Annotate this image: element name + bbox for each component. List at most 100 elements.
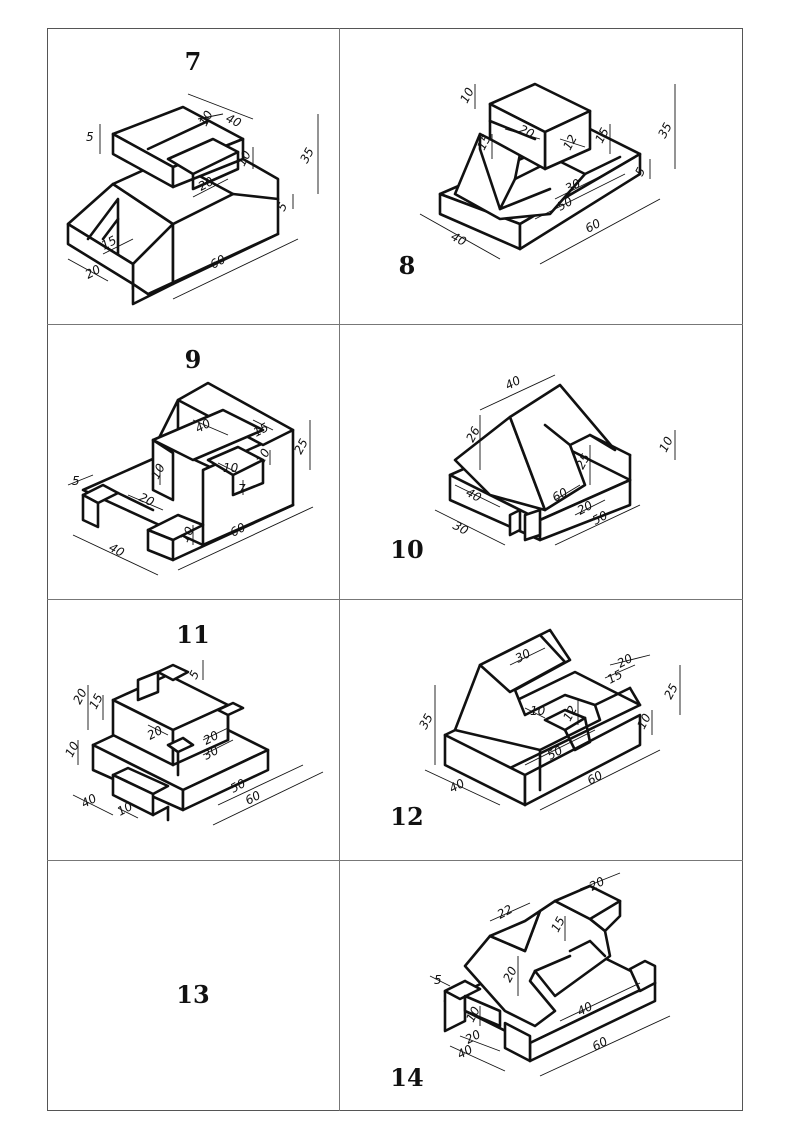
dimension-value: 50: [590, 508, 610, 528]
dimension-line: [212, 771, 324, 826]
object-outline: [438, 82, 642, 251]
dimension-value: 20: [500, 964, 520, 984]
dimension-line: [117, 807, 139, 819]
dimension-line: [449, 1045, 506, 1072]
dimension-value: 60: [590, 1034, 610, 1054]
dimension-value: 30: [563, 176, 583, 196]
object-edge: [563, 716, 592, 752]
object-edge: [116, 491, 155, 512]
dimension-value: 60: [243, 788, 263, 808]
object-edge: [568, 939, 607, 958]
cell-12: 12 30 20 15 35 10 12 25 10 50 40 60: [340, 600, 742, 860]
object-edge: [498, 187, 552, 211]
dimension-line: [202, 727, 229, 741]
object-edge: [628, 686, 642, 707]
dimension-line: [72, 794, 114, 816]
dimension-line: [559, 982, 641, 1022]
dimension-line: [459, 1035, 501, 1052]
cell-11: 11 5 20 15 20 10 20 30: [48, 600, 339, 860]
object-edge: [166, 736, 195, 754]
dimension-line: [429, 975, 451, 987]
object-edge: [151, 408, 265, 462]
dimension-value: 60: [208, 252, 228, 272]
dimension-value: 10: [634, 711, 654, 731]
dimension-line: [127, 494, 164, 511]
object-edge: [628, 959, 657, 993]
object-edge: [81, 493, 100, 529]
dimension-line: [554, 504, 641, 546]
dimension-line: [102, 238, 134, 255]
dimension-value: 15: [99, 233, 119, 253]
dimension-line: [434, 509, 506, 546]
isometric-drawing-14: 22 20 15 5 20 10 40 20 40 60: [429, 872, 671, 1077]
dimension-value: 50: [545, 743, 565, 763]
dimension-line: [539, 1015, 671, 1077]
dimension-group: 10 20 15 15 35 12 5 30 50 40 60: [419, 84, 676, 265]
dimension-value: 15: [86, 691, 106, 711]
cell-8: 8 10 20 15 15 35 12 5 30 50 40 60: [340, 29, 742, 324]
dimension-value: 40: [464, 485, 484, 505]
dimension-value: 20: [137, 490, 157, 509]
object-edge: [191, 150, 240, 191]
cell-10: 10 40 26 25 10 40 60 20 30 50: [340, 325, 742, 599]
cell-14: 14 22 20 15 5 20 10 40 20 40 60: [340, 861, 742, 1110]
dimension-value: 10: [62, 739, 82, 759]
isometric-drawing-12: 30 20 15 35 10 12 25 10 50 40 60: [416, 628, 681, 811]
isometric-drawing-11: 5 20 15 20 10 20 30 50 60 40 10: [62, 660, 324, 826]
dimension-value: 5: [434, 973, 442, 987]
object-outline: [443, 884, 657, 1063]
dimension-value: 15: [474, 132, 494, 152]
object-edge: [543, 423, 572, 447]
dimension-value: 40: [575, 999, 595, 1019]
dimension-value: 30: [201, 743, 221, 763]
dimension-line: [554, 484, 581, 501]
isometric-drawing-9: 40 15 10 10 25 10 7 5 20 40 10 60: [67, 381, 314, 576]
dimension-line: [604, 664, 636, 679]
dimension-value: 5: [72, 474, 80, 488]
isometric-drawing-8: 10 20 15 15 35 12 5 30 50 40 60: [419, 82, 676, 265]
dimension-value: 25: [661, 681, 681, 701]
object-edge: [443, 979, 482, 1001]
object-edge: [533, 954, 572, 973]
dimension-line: [187, 93, 254, 120]
dimension-value: 22: [495, 902, 515, 922]
object-outline: [66, 105, 280, 306]
dimension-value: 10: [457, 85, 477, 105]
dimension-line: [524, 707, 546, 719]
dimension-line: [197, 113, 224, 120]
object-edge: [488, 119, 537, 141]
dimension-value: 60: [550, 485, 570, 505]
object-edge: [488, 909, 542, 953]
object-edge: [241, 157, 280, 201]
dimension-line: [609, 654, 651, 666]
dimension-value: 20: [196, 174, 216, 194]
dimension-group: 40 26 25 10 40 60 20 30 50: [434, 373, 676, 546]
dimension-line: [67, 258, 109, 282]
cell-9: 9 40 15 10 10 25 10 7 5 20: [48, 325, 339, 599]
dimension-line: [147, 724, 169, 736]
dimension-value: 60: [583, 216, 603, 236]
dimension-value: 15: [548, 914, 568, 934]
dimension-line: [202, 739, 234, 756]
figure-number-13: 13: [176, 980, 210, 1009]
object-edge: [151, 805, 170, 817]
object-edge: [131, 282, 150, 296]
figure-number-10: 10: [390, 535, 424, 564]
dimension-value: 60: [585, 768, 605, 788]
dimension-value: 26: [463, 424, 483, 444]
object-edge: [583, 155, 622, 176]
dimension-value: 10: [253, 446, 273, 466]
dimension-group: 40 15 10 10 25 10 7 5 20 40 10 60: [67, 416, 314, 576]
dimension-value: 35: [416, 711, 436, 731]
isometric-drawing-7: 5 10 40 10 35 20 5 15 20 60: [66, 93, 319, 306]
object-edge: [151, 438, 175, 502]
dimension-value: 20: [83, 262, 103, 282]
dimension-value: 20: [70, 686, 90, 706]
object-outline: [443, 628, 642, 807]
dimension-line: [217, 462, 239, 474]
dimension-value: 30: [513, 646, 533, 666]
dimension-line: [192, 178, 229, 198]
dimension-value: 10: [196, 108, 216, 128]
dimension-value: 20: [145, 723, 165, 743]
dimension-value: 5: [186, 668, 202, 681]
